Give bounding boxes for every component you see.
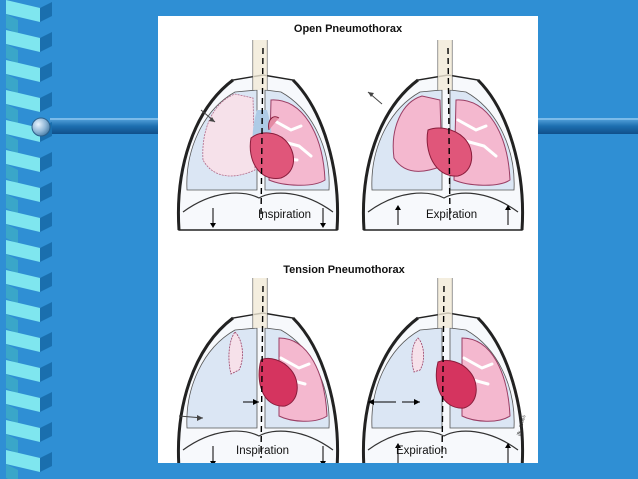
artist-signature: jfk. Jones: [516, 414, 528, 437]
spiral-back: [6, 164, 18, 184]
spiral-back: [6, 14, 18, 34]
spiral-band: [6, 390, 40, 412]
spiral-back: [6, 284, 18, 304]
spiral-back: [6, 434, 18, 454]
spiral-shade: [40, 392, 52, 412]
spiral-band: [6, 360, 40, 382]
spiral-back: [6, 344, 18, 364]
spiral-back: [6, 194, 18, 214]
spiral-back: [6, 44, 18, 64]
spiral-back: [6, 104, 18, 124]
spiral-band: [6, 240, 40, 262]
spiral-band: [6, 150, 40, 172]
spiral-back: [6, 374, 18, 394]
spiral-shade: [40, 152, 52, 172]
tension-inspiration-label: Inspiration: [236, 445, 289, 457]
spiral-back: [6, 464, 18, 479]
spiral-back: [6, 254, 18, 274]
spiral-shade: [40, 182, 52, 202]
pneumothorax-illustration: Open Pneumothorax Inspiration: [158, 16, 538, 463]
spiral-ribbon: [6, 0, 52, 479]
spiral-back: [6, 74, 18, 94]
spiral-band: [6, 300, 40, 322]
spiral-band: [6, 450, 40, 472]
ribbon-knob: [31, 117, 51, 137]
spiral-shade: [40, 242, 52, 262]
spiral-shade: [40, 272, 52, 292]
spiral-back: [6, 134, 18, 154]
spiral-shade: [40, 422, 52, 442]
spiral-back: [6, 224, 18, 244]
spiral-shade: [40, 62, 52, 82]
spiral-band: [6, 0, 40, 22]
spiral-shade: [40, 452, 52, 472]
tension-inspiration-thorax: [176, 276, 340, 463]
spiral-shade: [40, 2, 52, 22]
spiral-band: [6, 330, 40, 352]
spiral-band: [6, 270, 40, 292]
spiral-band: [6, 90, 40, 112]
spiral-shade: [40, 362, 52, 382]
tension-expiration-label: Expiration: [396, 445, 447, 457]
open-expiration-label: Expiration: [426, 209, 477, 221]
spiral-shade: [40, 212, 52, 232]
tension-expiration-thorax: [361, 276, 525, 463]
spiral-shade: [40, 32, 52, 52]
spiral-band: [6, 120, 40, 142]
spiral-band: [6, 420, 40, 442]
spiral-back: [6, 404, 18, 424]
panel-title-open: Open Pneumothorax: [294, 23, 403, 35]
panel-title-tension: Tension Pneumothorax: [283, 264, 405, 276]
spiral-band: [6, 30, 40, 52]
spiral-shade: [40, 302, 52, 322]
open-inspiration-label: Inspiration: [258, 209, 311, 221]
spiral-shade: [40, 92, 52, 112]
spiral-shade: [40, 332, 52, 352]
spiral-band: [6, 60, 40, 82]
spiral-band: [6, 210, 40, 232]
spiral-back: [6, 314, 18, 334]
open-inspiration-thorax: [176, 38, 340, 232]
spiral-band: [6, 180, 40, 202]
open-expiration-thorax: [361, 38, 525, 232]
